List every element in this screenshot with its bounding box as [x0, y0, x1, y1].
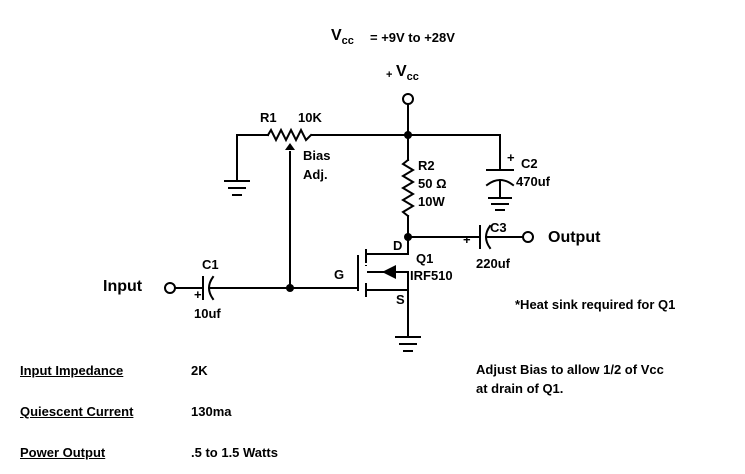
input-label: Input: [103, 278, 143, 295]
spec-value-input-impedance: 2K: [191, 363, 208, 378]
q1-gap: [359, 266, 367, 282]
supply-voltage-range: = +9V to +28V: [370, 30, 455, 45]
bias-note-line1: Adjust Bias to allow 1/2 of Vcc: [476, 362, 664, 377]
junction-gate: [286, 284, 294, 292]
r1-note-line1: Bias: [303, 148, 331, 163]
spec-label-input-impedance: Input Impedance: [20, 363, 124, 378]
heatsink-note: *Heat sink required for Q1: [515, 297, 676, 312]
r2-resistor: [401, 158, 415, 218]
spec-value-power-output: .5 to 1.5 Watts: [191, 445, 278, 460]
c1-value: 10uf: [194, 306, 221, 321]
q1-arrow-icon: [382, 265, 396, 279]
spec-value-quiescent-current: 130ma: [191, 404, 232, 419]
c2-ref: C2: [521, 156, 538, 171]
r2-ref: R2: [418, 158, 435, 173]
c1-ref: C1: [202, 257, 219, 272]
output-terminal: [522, 231, 534, 243]
bias-note-line2: at drain of Q1.: [476, 381, 564, 396]
junction-drain: [404, 233, 412, 241]
q1-source-label: S: [396, 292, 405, 307]
input-terminal: [164, 282, 176, 294]
wiper-arrow-icon: [285, 143, 295, 150]
c2-value: 470uf: [516, 174, 550, 189]
vcc-node-label: Vcc: [396, 63, 419, 84]
junction-top: [404, 131, 412, 139]
q1-part: IRF510: [410, 268, 453, 283]
c1-plus: +: [194, 287, 202, 302]
q1-ref: Q1: [416, 251, 434, 266]
c2-plus: +: [507, 150, 515, 165]
q1-gate-label: G: [334, 267, 345, 282]
vcc-terminal: [402, 93, 414, 105]
spec-label-quiescent-current: Quiescent Current: [20, 404, 134, 419]
r1-resistor: [266, 127, 313, 143]
c3-plus: +: [463, 232, 471, 247]
supply-voltage-label: Vcc: [331, 27, 354, 48]
r1-note-line2: Adj.: [303, 167, 328, 182]
output-label: Output: [548, 229, 601, 246]
spec-label-power-output: Power Output: [20, 445, 106, 460]
c3-ref: C3: [490, 220, 507, 235]
r1-ref: R1: [260, 110, 277, 125]
r2-value: 50 Ω: [418, 176, 447, 191]
c3-value: 220uf: [476, 256, 510, 271]
r2-power: 10W: [418, 194, 445, 209]
r1-value: 10K: [298, 110, 322, 125]
vcc-node-plus: +: [386, 69, 393, 81]
q1-drain-label: D: [393, 238, 403, 253]
